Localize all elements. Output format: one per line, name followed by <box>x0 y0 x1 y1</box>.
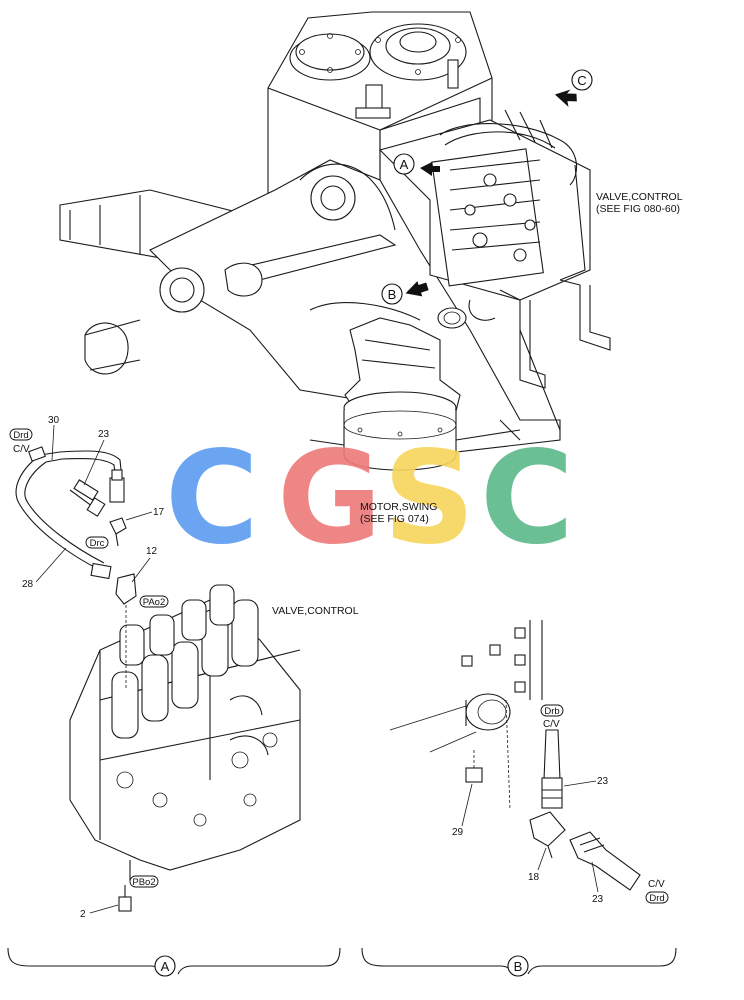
hose-assembly <box>15 446 137 605</box>
view-a-label: A <box>161 959 170 974</box>
port-tag-drc: Drc <box>85 536 109 549</box>
part-number-23-b: 23 <box>597 776 609 787</box>
swing-motor-upper <box>309 317 521 471</box>
callout-a-label: A <box>400 157 409 172</box>
port-tag-drc-text: Drc <box>90 538 105 549</box>
port-tag-pbo2: PBo2 <box>129 875 159 888</box>
callout-a-marker: A <box>393 153 415 175</box>
view-b-bracket: B <box>361 947 677 977</box>
port-tag-drd-b: Drd <box>645 891 669 904</box>
motor-label-line1: MOTOR,SWING <box>360 501 437 513</box>
machine-frame <box>59 11 561 456</box>
valve-control-label: VALVE,CONTROL <box>272 605 359 617</box>
watermark: C G S C <box>165 424 574 573</box>
motor-label-line2: (SEE FIG 074) <box>360 513 429 525</box>
view-a-bracket: A <box>7 947 341 977</box>
part-number-30: 30 <box>48 415 60 426</box>
part-number-29: 29 <box>452 827 464 838</box>
watermark-letter-c1: C <box>165 424 259 573</box>
control-valve-upper <box>378 109 611 389</box>
view-b-label: B <box>514 959 523 974</box>
part-number-23-c: 23 <box>592 894 604 905</box>
cv-label-b-bottom: C/V <box>648 879 665 890</box>
port-tag-drb: Drb <box>540 704 564 717</box>
view-b-assembly <box>389 620 641 891</box>
port-tag-pao2: PAo2 <box>139 595 169 608</box>
arrow-a-icon <box>420 162 440 176</box>
part-number-28: 28 <box>22 579 34 590</box>
control-valve-lower <box>69 584 301 912</box>
callout-arrows <box>405 89 577 297</box>
callout-b-label: B <box>388 287 397 302</box>
arrow-c-icon <box>554 89 577 107</box>
valve-ref-label-line1: VALVE,CONTROL <box>596 191 683 203</box>
part-number-17: 17 <box>153 507 165 518</box>
cv-label-a: C/V <box>13 444 30 455</box>
arrow-b-icon <box>405 281 429 297</box>
part-number-2: 2 <box>80 909 86 920</box>
watermark-letter-c2: C <box>480 424 574 573</box>
port-tag-drb-text: Drb <box>544 706 559 717</box>
part-number-12: 12 <box>146 546 158 557</box>
cv-label-b-top: C/V <box>543 719 560 730</box>
callout-c-marker: C <box>571 69 593 91</box>
port-tag-drd-a-text: Drd <box>13 430 28 441</box>
callout-b-marker: B <box>381 283 403 305</box>
callout-c-label: C <box>577 73 586 88</box>
port-tag-drd-b-text: Drd <box>649 893 664 904</box>
part-number-23-a: 23 <box>98 429 110 440</box>
valve-ref-label-line2: (SEE FIG 080-60) <box>596 203 680 215</box>
watermark-letter-g: G <box>277 424 382 573</box>
port-tag-pbo2-text: PBo2 <box>132 877 155 888</box>
watermark-letter-s: S <box>383 424 475 573</box>
part-number-18: 18 <box>528 872 540 883</box>
port-tag-pao2-text: PAo2 <box>143 597 166 608</box>
port-tag-drd-a: Drd <box>9 428 33 441</box>
